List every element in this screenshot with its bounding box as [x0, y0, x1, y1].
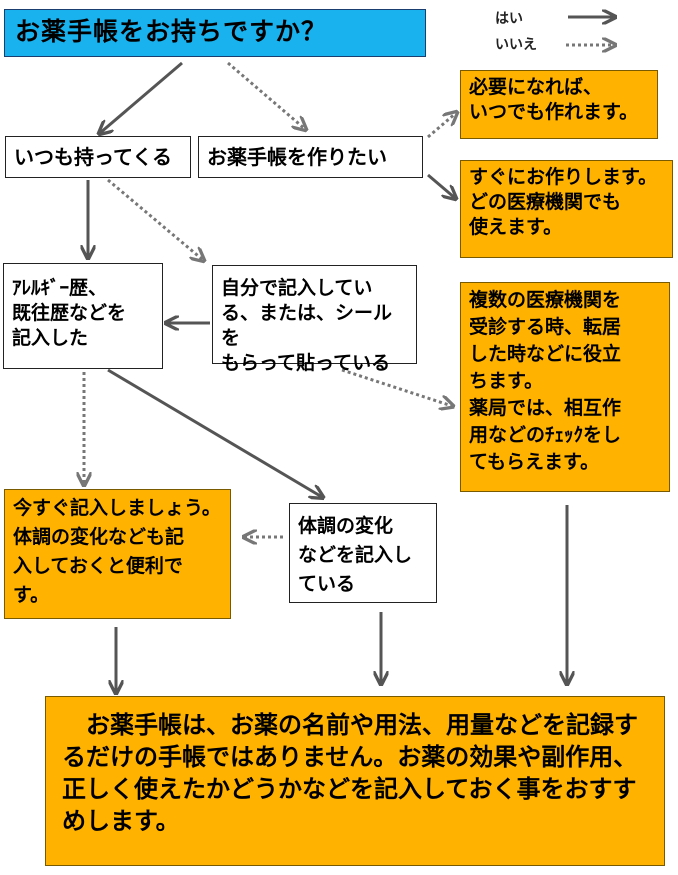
- node-condition-record: 体調の変化 などを記入し ている: [289, 503, 437, 603]
- node-allergy: ｱﾚﾙｷﾞｰ歴、 既往歴などを 記入した: [3, 263, 163, 369]
- legend-yes-label: はい: [495, 11, 523, 27]
- arrow-always-carry-to-self-record: [107, 178, 203, 260]
- node-want-make: お薬手帳を作りたい: [198, 136, 423, 178]
- node-record-now: 今すぐ記入しましょう。 体調の変化なども記 入しておくと便利で す。: [4, 489, 231, 619]
- node-make-anytime: 必要になれば、 いつでも作れます。: [460, 70, 658, 139]
- arrow-title-to-always-carry: [100, 61, 183, 133]
- arrow-want-make-to-make-now: [427, 173, 455, 198]
- arrow-allergy-to-condition-record: [107, 368, 322, 497]
- node-self-record: 自分で記入してい る、または、シールを もらって貼っている: [212, 265, 417, 374]
- page-title: お薬手帳をお持ちですか？: [4, 9, 426, 57]
- node-always-carry: いつも持ってくる: [5, 136, 191, 178]
- legend-no-label: いいえ: [495, 37, 537, 53]
- node-make-now: すぐにお作りします。 どの医療機関でも 使えます。: [460, 160, 673, 258]
- arrow-want-make-to-make-anytime: [427, 113, 456, 139]
- arrow-self-record-to-multiple-clinics: [341, 368, 452, 406]
- conclusion-box: お薬手帳は、お薬の名前や用法、用量などを記録するだけの手帳ではありません。お薬の…: [45, 696, 665, 866]
- node-multiple-clinics: 複数の医療機関を 受診する時、転居 した時などに役立 ちます。 薬局では、相互作…: [460, 282, 670, 492]
- arrow-title-to-want-make: [227, 61, 305, 129]
